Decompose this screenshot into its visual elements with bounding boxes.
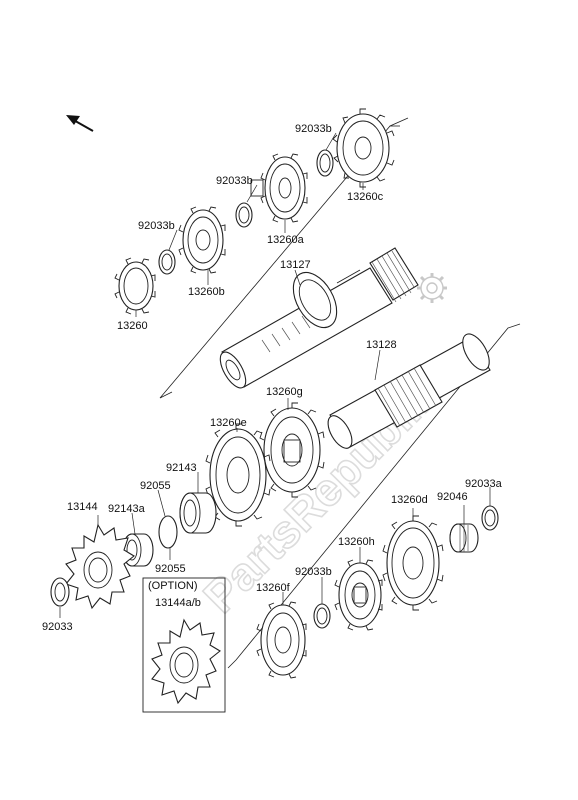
lower-axis-line — [227, 323, 521, 669]
ring-92033a — [481, 505, 499, 531]
label-13260d: 13260d — [391, 494, 428, 506]
gear-13260e — [205, 423, 271, 527]
label-13260f: 13260f — [256, 582, 291, 594]
label-13260: 13260 — [117, 320, 148, 332]
label-13260a: 13260a — [267, 234, 305, 246]
label-13260e: 13260e — [210, 417, 247, 429]
circlip-92055 — [158, 515, 178, 549]
shaft-13128 — [327, 333, 491, 449]
label-13144ab: 13144a/b — [155, 597, 201, 609]
label-92033b-3: 92033b — [138, 220, 175, 232]
gear-watermark-icon — [417, 273, 447, 303]
sprocket-13144 — [65, 523, 135, 610]
label-92055-1: 92055 — [140, 480, 171, 492]
label-13128: 13128 — [366, 339, 397, 351]
option-label: (OPTION) — [148, 580, 198, 592]
label-92033b-1: 92033b — [295, 123, 332, 135]
label-92055-2: 92055 — [155, 563, 186, 575]
label-13260g: 13260g — [266, 386, 303, 398]
gear-13260b — [178, 206, 226, 274]
leader-lines — [59, 132, 491, 618]
ring-92033b-1 — [316, 149, 334, 177]
gear-13260g — [259, 402, 325, 498]
label-92046: 92046 — [437, 491, 468, 503]
label-13260h: 13260h — [338, 536, 375, 548]
ring-92033b-4 — [313, 603, 331, 629]
label-92143a: 92143a — [108, 503, 146, 515]
label-13127: 13127 — [280, 259, 311, 271]
gear-13260a — [250, 153, 308, 223]
ring-92033b-2 — [235, 202, 253, 228]
ring-92033b-3 — [158, 249, 176, 275]
gear-13260c — [332, 108, 395, 188]
bearing-92046 — [449, 523, 479, 553]
collar-92143 — [179, 492, 217, 534]
gear-13260f — [256, 601, 307, 679]
label-92033: 92033 — [42, 621, 73, 633]
shaft-13127 — [219, 247, 419, 389]
option-box — [142, 577, 226, 713]
label-92033b-2: 92033b — [216, 175, 253, 187]
label-92033b-4: 92033b — [295, 566, 332, 578]
part-labels: 92033b 13260c 92033b 13260a 92033b 13260… — [42, 123, 503, 633]
gear-13260d — [382, 515, 444, 611]
sprocket-13144ab — [151, 618, 221, 705]
gear-13260 — [114, 257, 156, 315]
direction-arrow-icon — [66, 115, 94, 132]
upper-axis-line — [159, 117, 409, 399]
washer-92033 — [50, 577, 70, 607]
label-13144: 13144 — [67, 501, 98, 513]
label-13260b: 13260b — [188, 286, 225, 298]
label-13260c: 13260c — [347, 191, 384, 203]
label-92143: 92143 — [166, 462, 197, 474]
label-92033a: 92033a — [465, 478, 503, 490]
gear-13260h — [334, 559, 383, 631]
